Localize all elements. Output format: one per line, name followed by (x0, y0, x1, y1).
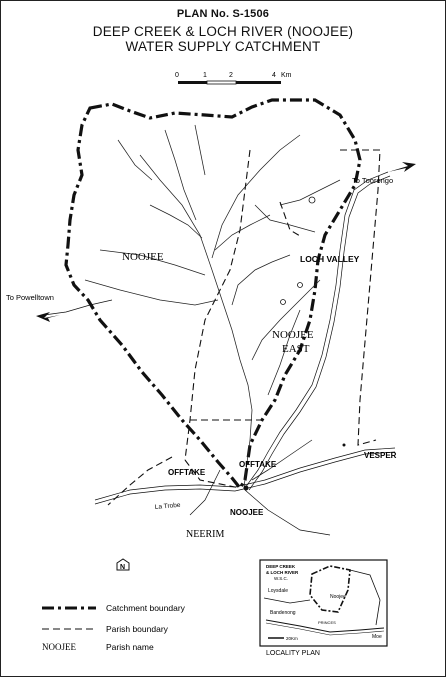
locality-plan-inset: DEEP CREEK & LOCH RIVER W.S.C. Loysdale … (259, 559, 388, 657)
label-noojee-east-line-1: NOOJEE (272, 329, 314, 341)
scale-tick-0: 0 (175, 72, 179, 79)
scale-tick-4: 4 (272, 72, 276, 79)
inset-caption: LOCALITY PLAN (266, 650, 320, 657)
catchment-boundary (64, 98, 362, 491)
label-to-toorongo: To Toorongo (352, 176, 393, 185)
scale-tick-1: 1 (203, 72, 207, 79)
inset-princes: PRINCES (318, 620, 336, 625)
label-offtake-east: OFFTAKE (239, 460, 277, 469)
roads (43, 171, 396, 536)
parish-boundaries (107, 149, 381, 506)
inset-place-bandenong: Bandenong (270, 610, 296, 616)
north-compass-icon: N (116, 558, 130, 571)
label-noojee-east-line-2: EAST (282, 343, 310, 355)
scale-unit: Km (281, 72, 292, 79)
plan-number: PLAN No. S-1506 (176, 8, 270, 20)
label-noojee-parish: NOOJEE (122, 251, 164, 263)
streams (84, 124, 341, 489)
label-to-powelltown: To Powelltown (6, 293, 54, 302)
label-loch-valley: LOCH VALLEY (300, 254, 360, 264)
inset-place-moe: Moe (372, 634, 382, 640)
inset-title-3: W.S.C. (274, 576, 288, 581)
inset-place-noojee: Noojee (330, 594, 346, 600)
legend-parish-label: Parish boundary (106, 624, 169, 634)
map-title-line-1: DEEP CREEK & LOCH RIVER (NOOJEE) (92, 24, 354, 39)
vesper-dot (342, 443, 346, 447)
compass-letter: N (120, 564, 125, 571)
label-vesper: VESPER (364, 451, 397, 460)
road-arrows (36, 162, 416, 322)
scale-tick-2: 2 (229, 72, 233, 79)
scale-bar: 0 1 2 4 Km (175, 72, 292, 85)
inset-place-loysdale: Loysdale (268, 588, 288, 594)
noojee-town-dot (243, 485, 249, 491)
legend-catchment-label: Catchment boundary (106, 603, 186, 613)
map-title-line-2: WATER SUPPLY CATCHMENT (125, 39, 321, 54)
inset-scale-label: 20Km (286, 636, 298, 641)
inset-title-1: DEEP CREEK (266, 564, 296, 569)
reservoirs (280, 196, 316, 305)
legend: Catchment boundary Parish boundary NOOJE… (42, 603, 186, 652)
label-neerim: NEERIM (186, 529, 224, 540)
label-noojee-town: NOOJEE (230, 508, 264, 517)
legend-parish-name-sample: NOOJEE (42, 642, 76, 652)
inset-title-2: & LOCH RIVER (266, 570, 299, 575)
legend-parish-name-label: Parish name (106, 642, 154, 652)
label-la-trobe: La Trobe (155, 502, 182, 511)
label-offtake-west: OFFTAKE (168, 468, 206, 477)
